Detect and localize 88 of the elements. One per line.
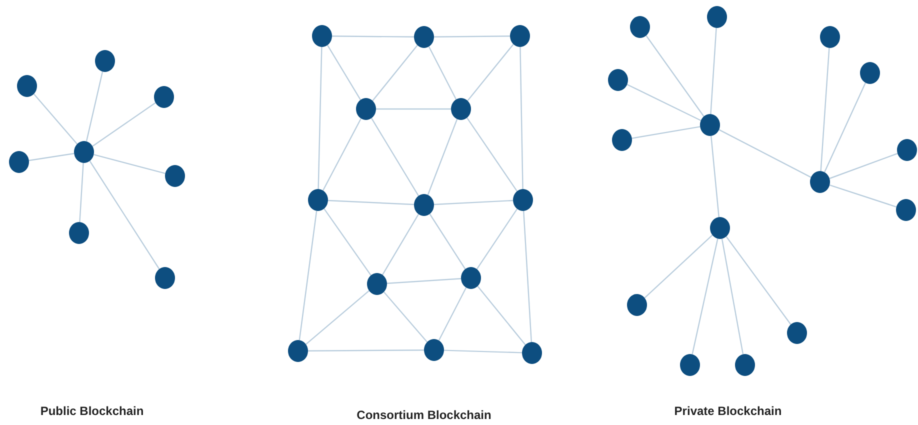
network-node (308, 189, 328, 211)
network-node (356, 98, 376, 120)
connection-line (370, 118, 420, 196)
connection-line (476, 208, 518, 270)
network-node (860, 62, 880, 84)
network-node (312, 25, 332, 47)
connection-line (692, 238, 718, 354)
network-node (9, 151, 29, 173)
network-node (522, 342, 542, 364)
network-node (510, 25, 530, 47)
connection-line (86, 72, 104, 142)
network-node (414, 194, 434, 216)
connection-line (626, 84, 702, 122)
network-node (612, 129, 632, 151)
connection-line (92, 102, 156, 147)
network-node (155, 267, 175, 289)
connection-line (726, 236, 792, 325)
connection-line (434, 200, 514, 206)
connection-line (427, 118, 458, 196)
network-node (810, 171, 830, 193)
network-node (414, 26, 434, 48)
connection-line (383, 292, 428, 342)
connection-line (523, 210, 532, 342)
network-node (451, 98, 471, 120)
connection-line (326, 44, 362, 100)
connection-line (28, 152, 74, 162)
network-node (69, 222, 89, 244)
connection-line (308, 350, 424, 352)
connection-line (467, 44, 514, 102)
connection-line (466, 117, 518, 192)
connection-line (33, 94, 78, 144)
connection-line (428, 46, 457, 100)
connection-line (710, 28, 717, 114)
connection-line (520, 46, 524, 190)
connection-line (438, 287, 467, 341)
network-node (630, 16, 650, 38)
connection-line (829, 184, 897, 208)
connection-line (306, 290, 370, 345)
network-node (95, 50, 115, 72)
network-node (897, 139, 917, 161)
network-node (735, 354, 755, 376)
network-caption: Public Blockchain (40, 404, 144, 418)
connection-line (477, 286, 526, 346)
network-node (896, 199, 916, 221)
network-node (17, 75, 37, 97)
connection-line (632, 126, 700, 139)
connection-line (318, 46, 322, 190)
connection-line (298, 210, 318, 340)
connection-line (710, 136, 720, 218)
connection-line (79, 162, 84, 222)
network-caption: Consortium Blockchain (356, 408, 492, 422)
connection-line (820, 48, 830, 172)
connection-line (324, 208, 372, 276)
connection-line (328, 200, 414, 206)
connection-line (89, 160, 160, 270)
connection-line (94, 154, 166, 174)
connection-line (718, 129, 812, 178)
network-node (154, 86, 174, 108)
network-node (700, 114, 720, 136)
connection-line (644, 234, 713, 298)
network-caption: Private Blockchain (674, 404, 782, 418)
network-node (707, 6, 727, 28)
network-node (710, 217, 730, 239)
connection-line (332, 36, 414, 38)
network-node (680, 354, 700, 376)
connection-line (434, 36, 510, 38)
network-node (787, 322, 807, 344)
connection-line (824, 82, 866, 172)
network-node (288, 340, 308, 362)
network-node (820, 26, 840, 48)
network-node (627, 294, 647, 316)
network-node (608, 69, 628, 91)
connection-line (322, 118, 362, 191)
connection-line (444, 350, 522, 354)
network-node (513, 189, 533, 211)
connection-line (721, 238, 744, 354)
connection-line (429, 214, 466, 270)
connection-line (376, 108, 451, 110)
connection-line (386, 278, 462, 284)
network-node (424, 339, 444, 361)
connection-line (829, 152, 898, 180)
connection-line (382, 214, 420, 276)
network-node (74, 141, 94, 163)
network-node (165, 165, 185, 187)
connection-line (372, 44, 418, 102)
network-node (461, 267, 481, 289)
connection-line (646, 35, 704, 117)
network-node (367, 273, 387, 295)
